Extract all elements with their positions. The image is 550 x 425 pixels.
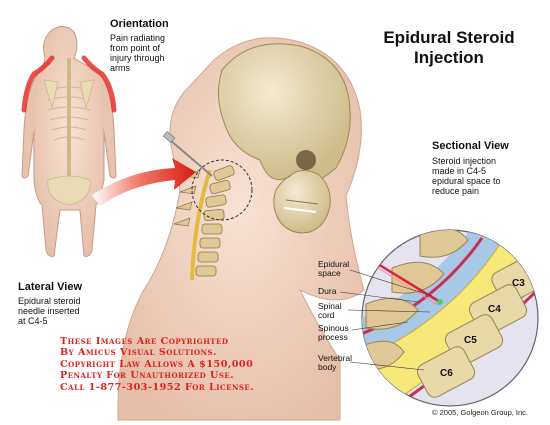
label-line: process	[318, 332, 348, 342]
vertebra-label-c6: C6	[440, 368, 453, 379]
label-line: Spinal	[318, 301, 342, 311]
label-line: Epidural	[318, 259, 350, 269]
credit-text: © 2005, Golgeon Group, Inc.	[432, 408, 529, 417]
orientation-text: Pain radiating from point of injury thro…	[110, 33, 165, 73]
lateral-view-text: Epidural steroid needle inserted at C4-5	[18, 296, 81, 326]
lateral-view-heading: Lateral View	[18, 281, 82, 293]
sectional-line: reduce pain	[432, 186, 480, 196]
vertebra-label-c4: C4	[488, 304, 501, 315]
label-line: Vertebral	[318, 353, 353, 363]
orientation-line: arms	[110, 63, 130, 73]
label-line: space	[318, 268, 341, 278]
title-line-1: Epidural Steroid	[383, 28, 515, 47]
copyright-line: These Images Are Copyrighted	[60, 336, 229, 347]
sectional-view	[339, 229, 539, 407]
sectional-line: Steroid injection	[432, 156, 497, 166]
orientation-line: Pain radiating	[110, 33, 166, 43]
orientation-line: injury through	[110, 53, 165, 63]
copyright-notice: These Images Are Copyrighted By Amicus V…	[60, 336, 320, 393]
page-title: Epidural Steroid Injection	[374, 28, 524, 68]
copyright-line: Copyright Law Allows A $150,000	[60, 358, 254, 370]
sectional-view-text: Steroid injection made in C4-5 epidural …	[432, 156, 501, 196]
vertebra-label-c3: C3	[512, 278, 525, 289]
copyright-line: Call 1-877-303-1952 For License.	[60, 381, 255, 393]
sectional-line: epidural space to	[432, 176, 501, 186]
lateral-figure	[117, 37, 365, 421]
title-line-2: Injection	[414, 48, 484, 67]
pointer-arrow	[92, 158, 196, 206]
lateral-line: at C4-5	[18, 316, 48, 326]
sectional-view-heading: Sectional View	[432, 140, 509, 152]
label-line: body	[318, 362, 337, 372]
label-dura: Dura	[318, 286, 337, 296]
orientation-heading: Orientation	[110, 18, 169, 30]
label-line: Spinous	[318, 323, 349, 333]
label-epidural-space: Epidural space	[318, 260, 349, 278]
sectional-line: made in C4-5	[432, 166, 487, 176]
copyright-line: By Amicus Visual Solutions.	[60, 347, 217, 359]
label-spinous-process: Spinous process	[318, 324, 349, 342]
lateral-line: Epidural steroid	[18, 296, 81, 306]
lateral-line: needle inserted	[18, 306, 80, 316]
back-figure	[21, 26, 117, 257]
vertebra-label-c5: C5	[464, 335, 477, 346]
label-line: cord	[318, 310, 335, 320]
orientation-line: from point of	[110, 43, 161, 53]
label-spinal-cord: Spinal cord	[318, 302, 342, 320]
copyright-line: Penalty For Unauthorized Use.	[60, 370, 235, 382]
label-vertebral-body: Vertebral body	[318, 354, 352, 372]
